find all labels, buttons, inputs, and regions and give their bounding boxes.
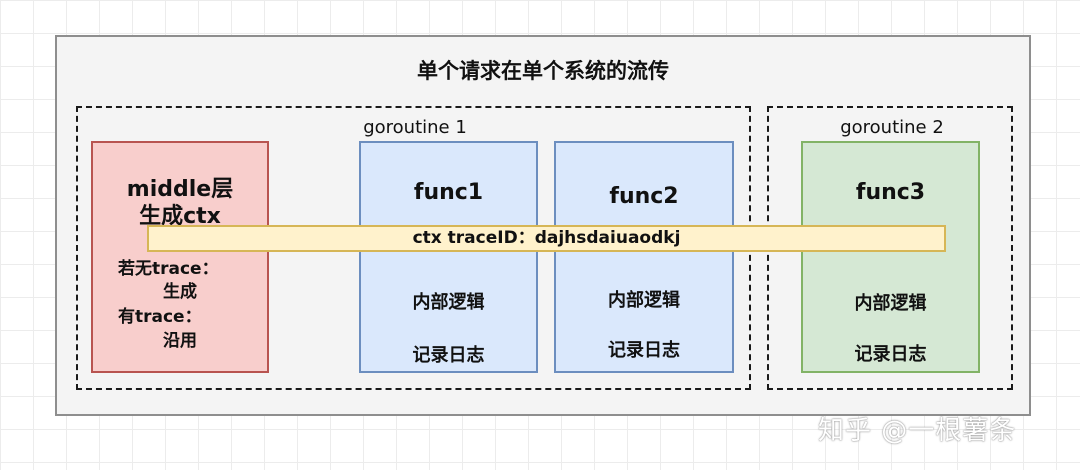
middle-title-line1: middle层: [126, 177, 234, 202]
middle-note-has-trace: 有trace：: [118, 307, 202, 327]
func2-title: func2: [609, 184, 679, 209]
func1-log: 记录日志: [412, 345, 485, 366]
func2-internal-logic: 内部逻辑: [608, 290, 680, 311]
func3-title: func3: [855, 180, 926, 205]
func2-log: 记录日志: [608, 340, 680, 361]
middle-note-reuse: 沿用: [163, 331, 197, 351]
goroutine-1-label: goroutine 1: [363, 117, 467, 138]
func1-internal-logic: 内部逻辑: [412, 292, 485, 313]
ctx-trace-bar: ctx traceID：dajhsdaiuaodkj: [147, 225, 946, 252]
middle-layer-box: [91, 141, 269, 373]
func1-title: func1: [413, 180, 484, 205]
middle-title-line2: 生成ctx: [139, 204, 221, 229]
watermark-text: 知乎 @一根薯条: [818, 416, 1017, 446]
middle-note-no-trace: 若无trace：: [118, 259, 219, 279]
diagram-title: 单个请求在单个系统的流传: [417, 59, 669, 83]
func3-log: 记录日志: [854, 344, 927, 365]
func2-box: [554, 141, 734, 373]
func3-internal-logic: 内部逻辑: [854, 293, 927, 314]
middle-note-generate: 生成: [163, 282, 197, 302]
func3-box: [801, 141, 980, 373]
func1-box: [359, 141, 538, 373]
goroutine-2-label: goroutine 2: [840, 117, 944, 138]
